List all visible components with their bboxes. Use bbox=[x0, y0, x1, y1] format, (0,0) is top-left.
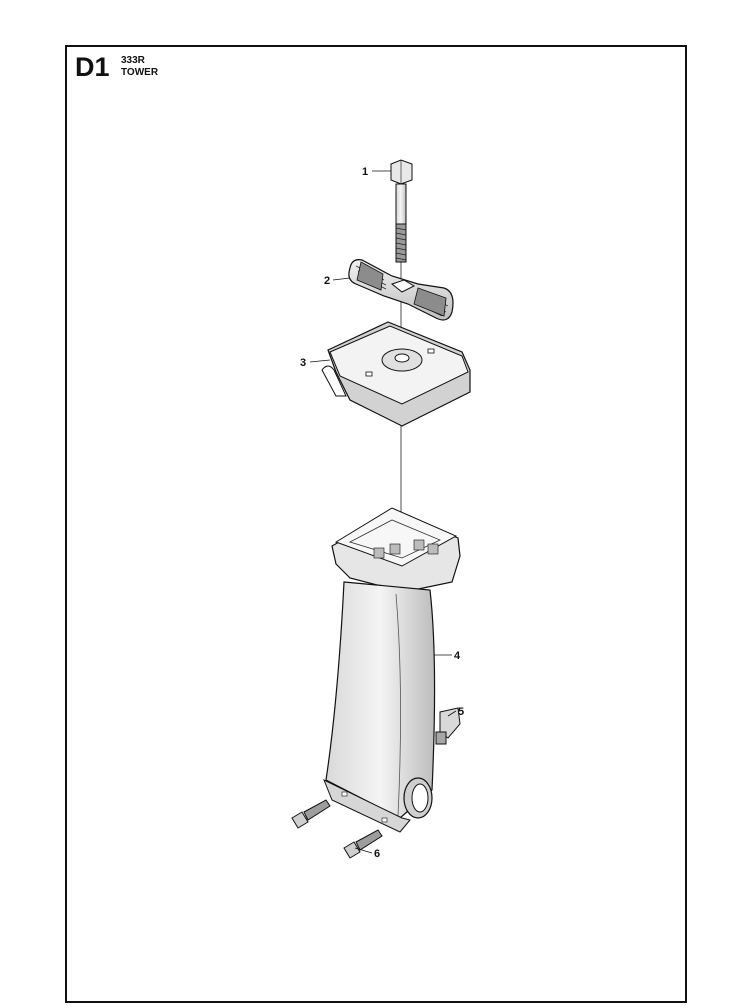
screw-part-upper bbox=[291, 799, 331, 829]
wing-knob-part bbox=[348, 259, 454, 321]
leader-line-3 bbox=[309, 359, 331, 363]
tower-housing-part bbox=[323, 507, 461, 833]
cap-part bbox=[321, 321, 471, 427]
model-label: 333R bbox=[121, 55, 145, 66]
callout-6: 6 bbox=[374, 848, 380, 860]
bolt-part bbox=[390, 159, 413, 263]
clip-part bbox=[435, 707, 461, 745]
callout-3: 3 bbox=[300, 357, 306, 369]
callout-5: 5 bbox=[458, 706, 464, 718]
callout-1: 1 bbox=[362, 166, 368, 178]
callout-2: 2 bbox=[324, 275, 330, 287]
leader-line-5 bbox=[447, 710, 457, 717]
leader-line-6 bbox=[354, 847, 373, 854]
screw-part-lower bbox=[343, 829, 383, 859]
callout-4: 4 bbox=[454, 650, 461, 662]
leader-line-2 bbox=[332, 277, 351, 281]
diagram-title: TOWER bbox=[121, 67, 159, 78]
drawing-frame bbox=[65, 45, 687, 1003]
section-code: D1 bbox=[75, 52, 110, 82]
